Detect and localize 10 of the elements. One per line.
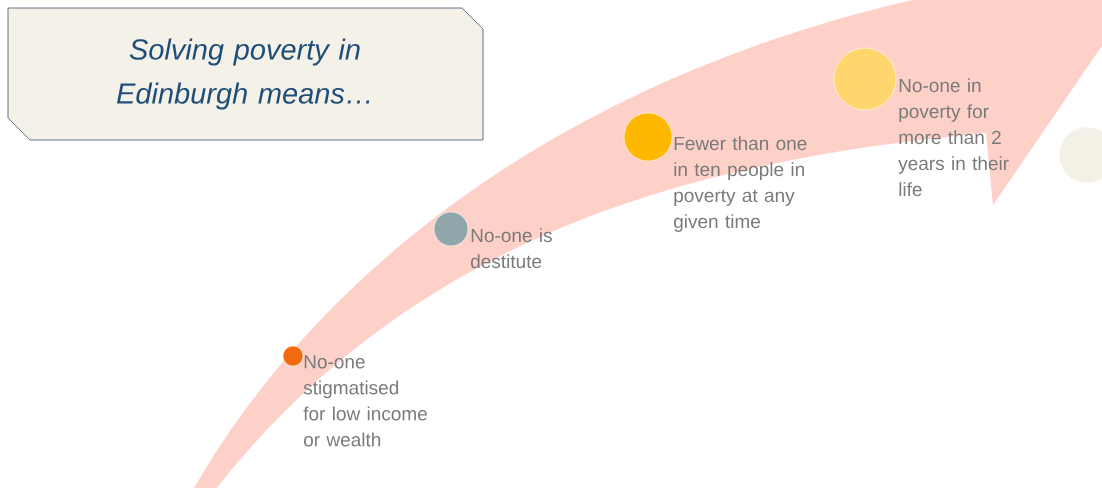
- title-box: Solving poverty in Edinburgh means…: [7, 7, 484, 141]
- circle-marker: [1058, 126, 1102, 184]
- circle-marker: [282, 345, 304, 367]
- caption-text: No-one is destitute: [471, 228, 552, 269]
- circle-marker: [833, 47, 897, 111]
- caption-text: Fewer than one in ten people in poverty at any given time: [674, 136, 807, 232]
- circle-marker: [433, 211, 469, 247]
- circle-marker: [623, 112, 673, 162]
- caption-text: No-one stigmatised for low income or wealth: [303, 355, 427, 447]
- caption-text: No-one in poverty for more than 2 years in their life: [898, 78, 1009, 197]
